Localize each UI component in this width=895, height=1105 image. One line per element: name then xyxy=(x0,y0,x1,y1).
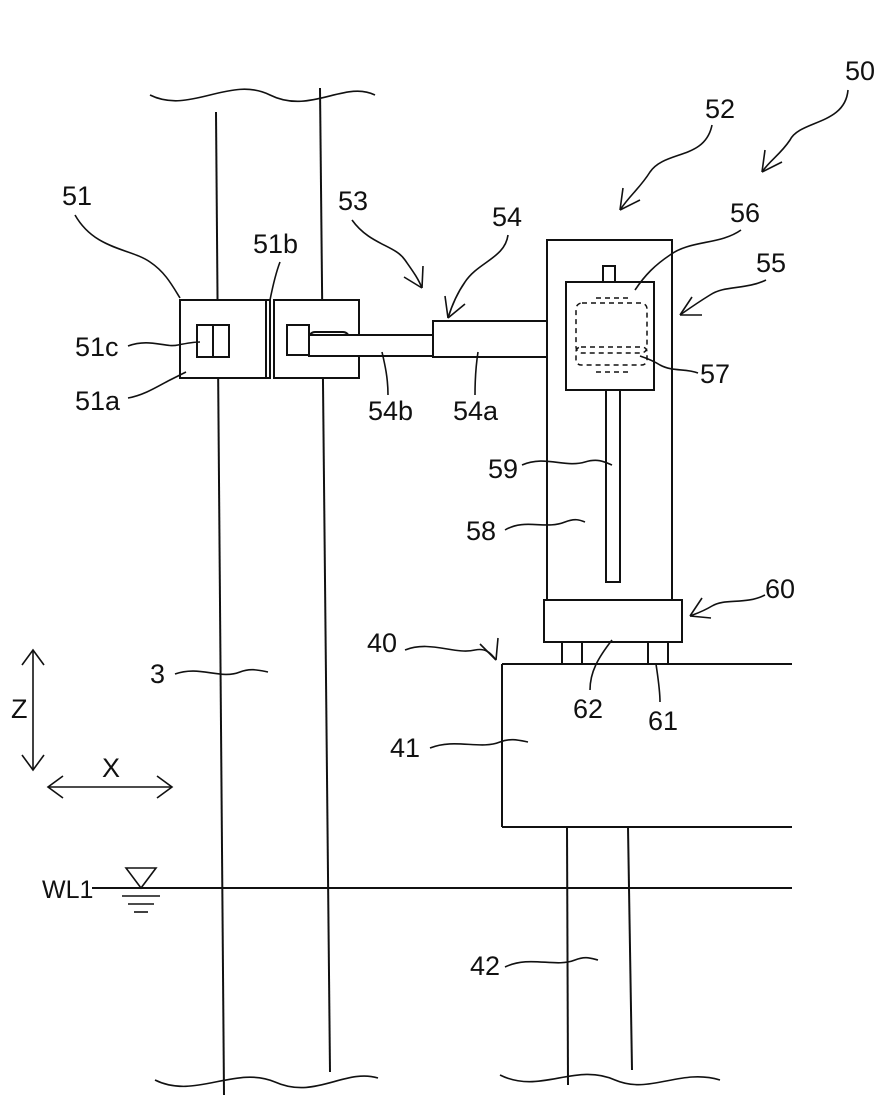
label-58: 58 xyxy=(466,516,496,546)
label-53: 53 xyxy=(338,186,368,216)
body-52 xyxy=(547,240,672,602)
label-51b: 51b xyxy=(253,229,298,259)
tower-break-bottom xyxy=(155,1076,378,1088)
tower-break-top xyxy=(150,89,375,101)
label-51c: 51c xyxy=(75,332,119,362)
label-54a: 54a xyxy=(453,396,499,426)
foot-left xyxy=(562,642,582,664)
leader-52 xyxy=(620,125,712,210)
pile-42-left xyxy=(567,827,568,1085)
leader-54a xyxy=(475,352,478,395)
arm-54b-rod xyxy=(309,335,437,356)
tower-right-edge xyxy=(320,88,330,1072)
label-54: 54 xyxy=(492,202,522,232)
label-z: Z xyxy=(11,694,28,724)
label-55: 55 xyxy=(756,248,786,278)
water-line xyxy=(92,868,792,912)
water-level-triangle-icon xyxy=(126,868,156,888)
leader-53 xyxy=(352,220,422,288)
label-56: 56 xyxy=(730,198,760,228)
pile-42-right xyxy=(628,827,632,1070)
arm-end-block xyxy=(287,325,309,355)
leader-51b xyxy=(270,262,280,300)
leader-54 xyxy=(448,235,508,318)
label-wl1: WL1 xyxy=(42,876,93,904)
reference-labels: 50 52 51 51b 53 54 56 55 51c 51a 54b 54a… xyxy=(11,56,875,981)
leader-51a xyxy=(128,372,186,398)
top-knob xyxy=(603,266,615,282)
label-3: 3 xyxy=(150,659,165,689)
structure-40 xyxy=(500,664,792,1085)
leader-54b xyxy=(382,352,388,395)
leader-55 xyxy=(680,280,766,315)
label-57: 57 xyxy=(700,359,730,389)
leader-61 xyxy=(656,664,660,702)
label-59: 59 xyxy=(488,454,518,484)
label-50: 50 xyxy=(845,56,875,86)
label-52: 52 xyxy=(705,94,735,124)
tower-left-edge xyxy=(216,112,224,1095)
label-51: 51 xyxy=(62,181,92,211)
arm-54a-sleeve xyxy=(433,321,555,357)
label-54b: 54b xyxy=(368,396,413,426)
leader-41 xyxy=(430,740,528,748)
foot-61 xyxy=(648,642,668,664)
base-62 xyxy=(544,600,682,642)
label-x: X xyxy=(102,753,120,783)
leader-40 xyxy=(405,646,496,660)
label-42: 42 xyxy=(470,951,500,981)
leader-50 xyxy=(762,90,848,172)
leader-51 xyxy=(75,215,180,298)
pile-break-bottom xyxy=(500,1074,720,1084)
rod-59 xyxy=(606,390,620,582)
label-62: 62 xyxy=(573,694,603,724)
label-60: 60 xyxy=(765,574,795,604)
leader-42 xyxy=(505,958,598,967)
label-40: 40 xyxy=(367,628,397,658)
base-60 xyxy=(544,600,682,664)
label-51a: 51a xyxy=(75,386,121,416)
label-61: 61 xyxy=(648,706,678,736)
label-41: 41 xyxy=(390,733,420,763)
